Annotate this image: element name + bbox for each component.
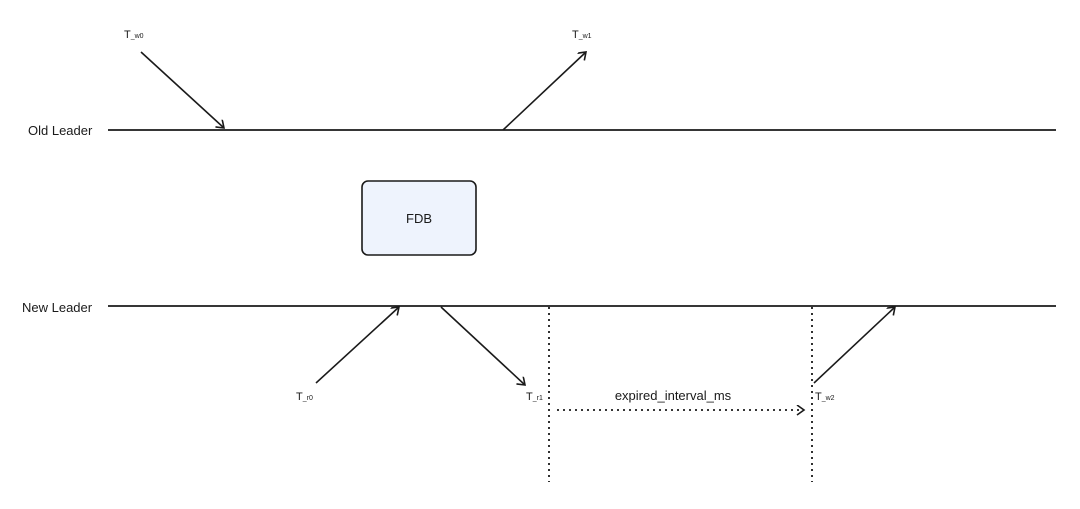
timestamp-w2-sub: _w2 bbox=[821, 395, 835, 402]
timestamp-w0: T_w0 bbox=[124, 29, 144, 41]
timestamp-r0: T_r0 bbox=[296, 391, 313, 403]
fdb-box bbox=[361, 180, 477, 256]
timestamp-w2: T_w2 bbox=[815, 391, 835, 403]
timestamp-r1-sub: _r1 bbox=[532, 395, 543, 402]
timestamp-w0-main: T bbox=[124, 29, 131, 41]
timestamp-w1: T_w1 bbox=[572, 29, 592, 41]
timestamp-r0-main: T bbox=[296, 391, 303, 403]
arrow-w0 bbox=[140, 51, 224, 128]
timestamp-w2-main: T bbox=[815, 391, 822, 403]
arrow-r0 bbox=[315, 307, 399, 384]
timestamp-r0-sub: _r0 bbox=[302, 395, 313, 402]
arrow-r1 bbox=[440, 306, 525, 385]
fdb-box-label: FDB bbox=[406, 211, 432, 226]
old-leader-label: Old Leader bbox=[28, 123, 93, 138]
timestamp-r1-main: T bbox=[526, 391, 533, 403]
timestamp-r1: T_r1 bbox=[526, 391, 543, 403]
arrow-w1 bbox=[502, 52, 586, 131]
interval-label: expired_interval_ms bbox=[615, 388, 732, 403]
timestamp-w1-sub: _w1 bbox=[578, 33, 592, 40]
arrow-w2 bbox=[813, 307, 895, 384]
timestamp-w1-main: T bbox=[572, 29, 579, 41]
new-leader-label: New Leader bbox=[22, 300, 93, 315]
timestamp-w0-sub: _w0 bbox=[130, 33, 144, 40]
